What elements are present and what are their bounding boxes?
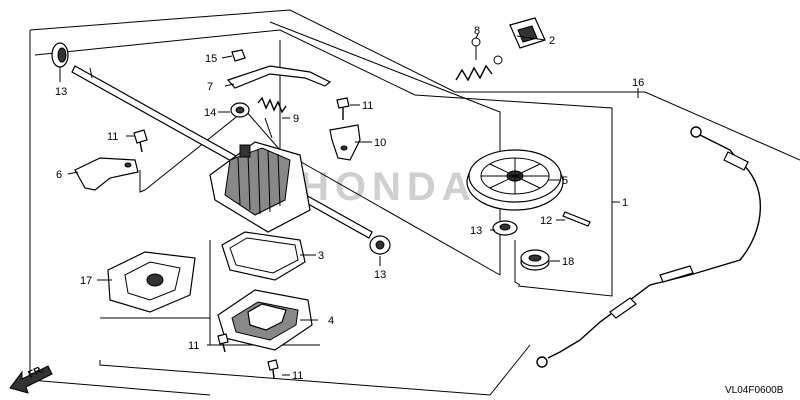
diagram-code: VL04F0600B <box>725 385 784 396</box>
callout-11-bottom: 11 <box>292 370 303 382</box>
callout-11-left: 11 <box>107 131 118 143</box>
callout-13-top-left: 13 <box>55 86 67 98</box>
callout-2: 2 <box>549 35 555 47</box>
callout-8: 8 <box>474 25 480 37</box>
callout-16: 16 <box>632 77 644 89</box>
callout-17: 17 <box>80 275 92 287</box>
cable-16 <box>536 126 762 368</box>
pin-12 <box>562 211 591 227</box>
cover-plate-17 <box>107 251 196 313</box>
callout-13-right: 13 <box>374 269 386 281</box>
inner-box-left <box>139 170 146 193</box>
bracket-10 <box>329 124 361 161</box>
gear-case <box>209 141 311 233</box>
callout-11-center: 11 <box>362 100 373 112</box>
oil-seal-14 <box>230 102 250 118</box>
callout-12: 12 <box>540 215 552 227</box>
gasket-3 <box>221 231 306 281</box>
pulley-5 <box>466 149 564 211</box>
callout-11-bottom-left: 11 <box>188 340 199 352</box>
callout-numbers: 13 2 3 4 5 6 7 8 9 10 11 11 11 11 12 13 … <box>55 25 644 382</box>
callout-1: 1 <box>622 197 628 209</box>
inner-box-side <box>269 21 501 275</box>
bearing-13-right <box>369 235 391 255</box>
collar-18 <box>520 249 550 271</box>
callout-10: 10 <box>374 137 386 149</box>
bolt-11-bottom <box>267 359 279 379</box>
frame-16-top <box>29 9 800 161</box>
callout-3: 3 <box>318 250 324 262</box>
nut-15 <box>231 49 246 62</box>
bracket-6 <box>74 157 139 191</box>
inner-box-right <box>279 40 501 276</box>
bearing-13-center <box>492 220 518 236</box>
honda-watermark: HONDA <box>300 165 477 209</box>
cover-4 <box>217 289 313 351</box>
callout-18: 18 <box>562 256 574 268</box>
grommet-2 <box>509 17 546 49</box>
box-18 <box>514 240 521 286</box>
callout-7: 7 <box>207 81 213 93</box>
bolt-11-center <box>336 97 350 120</box>
frame-1-bottom <box>99 344 531 396</box>
frame-16-left <box>29 30 211 396</box>
bolt-11-left <box>133 129 148 153</box>
lever-arm-7 <box>226 65 332 89</box>
callout-5: 5 <box>562 175 568 187</box>
drive-shaft <box>71 65 373 239</box>
bolt-11-bottom-left <box>217 333 229 353</box>
callout-13-center: 13 <box>470 225 482 237</box>
spring-9 <box>257 96 287 139</box>
leader-lines <box>59 33 639 376</box>
callout-4: 4 <box>328 315 334 327</box>
bearing-13-top-left <box>51 42 69 68</box>
callout-9: 9 <box>293 113 299 125</box>
callout-15: 15 <box>205 53 217 65</box>
frame-1-top-left <box>34 29 416 96</box>
front-direction-arrow: FR. <box>9 364 53 394</box>
spring-8 <box>455 37 503 82</box>
callout-14: 14 <box>204 107 216 119</box>
callout-6: 6 <box>56 169 62 181</box>
